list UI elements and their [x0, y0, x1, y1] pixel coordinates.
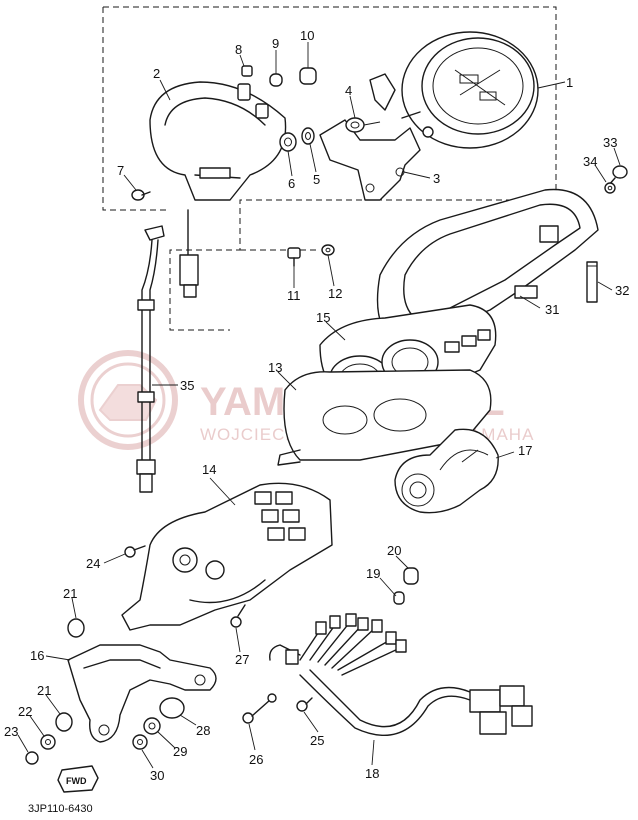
label-4: 4	[345, 83, 352, 98]
drawing-code: 3JP110-6430	[28, 803, 93, 815]
label-7: 7	[117, 163, 124, 178]
label-13: 13	[268, 360, 282, 375]
screw-25	[296, 697, 313, 712]
part-labels: 1 2 3 4 5 6 7 8 9 10 11 12 13 14 15 16 1…	[4, 28, 629, 783]
washer-12	[321, 244, 335, 256]
label-11: 11	[287, 288, 301, 303]
washer-34	[604, 182, 616, 194]
wire-harness	[269, 613, 533, 736]
bulb-cap-20	[403, 567, 419, 585]
label-34: 34	[583, 154, 597, 169]
label-15: 15	[316, 310, 330, 325]
pad-32	[586, 261, 598, 303]
label-35: 35	[180, 378, 194, 393]
label-3: 3	[433, 171, 440, 186]
label-6: 6	[288, 176, 295, 191]
label-25: 25	[310, 733, 324, 748]
forward-direction-marker: FWD	[57, 765, 99, 793]
label-1: 1	[566, 75, 573, 90]
grommet-4	[345, 117, 381, 133]
meter-face-plate	[394, 428, 499, 514]
label-18: 18	[365, 766, 379, 781]
nut-23	[25, 751, 39, 765]
bulb-19	[393, 591, 405, 605]
meter-wiring	[179, 209, 199, 298]
label-10: 10	[300, 28, 314, 43]
label-33: 33	[603, 135, 617, 150]
speedometer-cable	[136, 225, 165, 493]
label-5: 5	[313, 172, 320, 187]
washer-5	[301, 127, 315, 145]
bulb-socket-8	[237, 65, 269, 119]
grommet-6	[279, 132, 297, 152]
label-21-lower: 21	[37, 683, 51, 698]
lower-case	[277, 369, 492, 466]
label-8: 8	[235, 42, 242, 57]
label-20: 20	[387, 543, 401, 558]
assembly-boundary	[102, 6, 557, 331]
label-21-upper: 21	[63, 586, 77, 601]
nut-30	[132, 734, 148, 750]
label-31: 31	[545, 302, 559, 317]
label-32: 32	[615, 283, 629, 298]
screw-7	[131, 189, 151, 201]
meter-panel	[376, 188, 599, 346]
bulb-cap-10	[299, 67, 317, 85]
label-24: 24	[86, 556, 100, 571]
label-30: 30	[150, 768, 164, 783]
screw-27	[230, 604, 246, 628]
collar-29	[143, 717, 161, 735]
mounting-stay	[67, 644, 217, 743]
label-26: 26	[249, 752, 263, 767]
watermark-logo-icon	[78, 350, 178, 450]
label-29: 29	[173, 744, 187, 759]
bolt-11	[287, 247, 301, 267]
label-12: 12	[328, 286, 342, 301]
meter-cover	[149, 81, 287, 201]
damper-21-lower	[55, 712, 73, 732]
label-17: 17	[518, 443, 532, 458]
label-14: 14	[202, 462, 216, 477]
label-23: 23	[4, 724, 18, 739]
label-2: 2	[153, 66, 160, 81]
speedometer-gauge	[401, 31, 539, 149]
screw-26	[242, 693, 277, 724]
label-9: 9	[272, 36, 279, 51]
meter-bracket	[319, 73, 421, 201]
label-22: 22	[18, 704, 32, 719]
label-19: 19	[366, 566, 380, 581]
label-28: 28	[196, 723, 210, 738]
label-16: 16	[30, 648, 44, 663]
bulb-9	[269, 73, 283, 87]
lower-housing	[121, 482, 333, 631]
damper-21-upper	[67, 618, 85, 638]
label-27: 27	[235, 652, 249, 667]
screw-24	[124, 545, 146, 558]
leader-lines	[17, 42, 621, 769]
washer-22	[40, 734, 56, 750]
damper-28	[159, 697, 185, 719]
fwd-label: FWD	[66, 776, 87, 786]
